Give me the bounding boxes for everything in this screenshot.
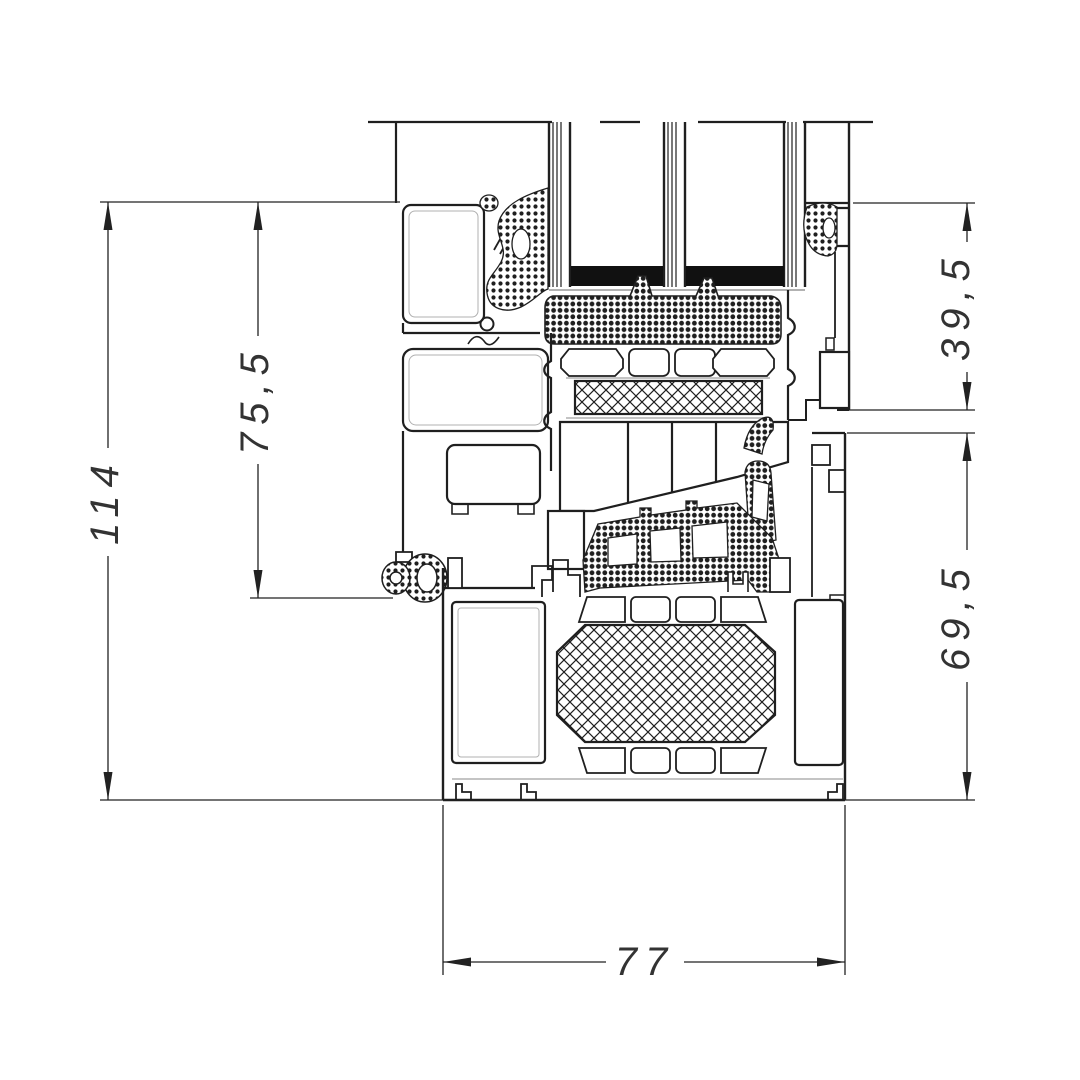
frame-left-chamber: [450, 600, 547, 765]
dim-label-75-5: 75,5: [233, 345, 277, 455]
dimension-39-5: 39,5: [934, 203, 978, 410]
sash-cell-row: [560, 348, 775, 379]
dimensions: 114 75,5 39,5 69,5: [83, 201, 978, 984]
dimension-69-5: 69,5: [934, 433, 978, 800]
section-break-lines: [368, 120, 873, 203]
dim-label-69-5: 69,5: [934, 561, 978, 671]
sash-left-chambers: [395, 347, 550, 563]
dimension-75-5: 75,5: [233, 202, 277, 598]
glass-pane-3: [782, 122, 807, 287]
dimension-77: 77: [443, 940, 845, 984]
sash-right-side: [803, 122, 851, 410]
dim-label-39-5: 39,5: [934, 251, 978, 361]
frame-lower-cells: [577, 747, 768, 774]
bead-clip-squiggle: [467, 335, 500, 346]
glazing-bead: [401, 203, 540, 346]
center-gasket: [582, 416, 791, 593]
frame-right-chamber: [793, 598, 845, 767]
bulb-gasket-left: [381, 553, 448, 603]
glass-pane-2: [662, 122, 687, 287]
triple-glazing-unit: [547, 122, 807, 291]
dim-label-77: 77: [615, 940, 676, 984]
thermal-break-bar: [573, 379, 764, 416]
dim-label-114: 114: [83, 457, 127, 545]
glazing-gasket-left: [479, 187, 549, 311]
glazing-gasket-right: [803, 202, 838, 257]
frame-insulation-block: [555, 623, 777, 744]
glazing-packer: [544, 275, 782, 345]
frame-profile: [441, 431, 847, 802]
bead-clip-circle: [479, 316, 495, 332]
glass-pane-1: [547, 122, 572, 287]
sash-center-body: [543, 275, 849, 571]
frame-upper-cells: [577, 596, 768, 623]
glazing-spacer-bar-right: [686, 266, 784, 286]
extension-lines: [100, 201, 975, 975]
dimension-114: 114: [83, 202, 127, 800]
glazing-spacer-bar-left: [571, 266, 663, 286]
center-gasket-body: [582, 500, 791, 593]
